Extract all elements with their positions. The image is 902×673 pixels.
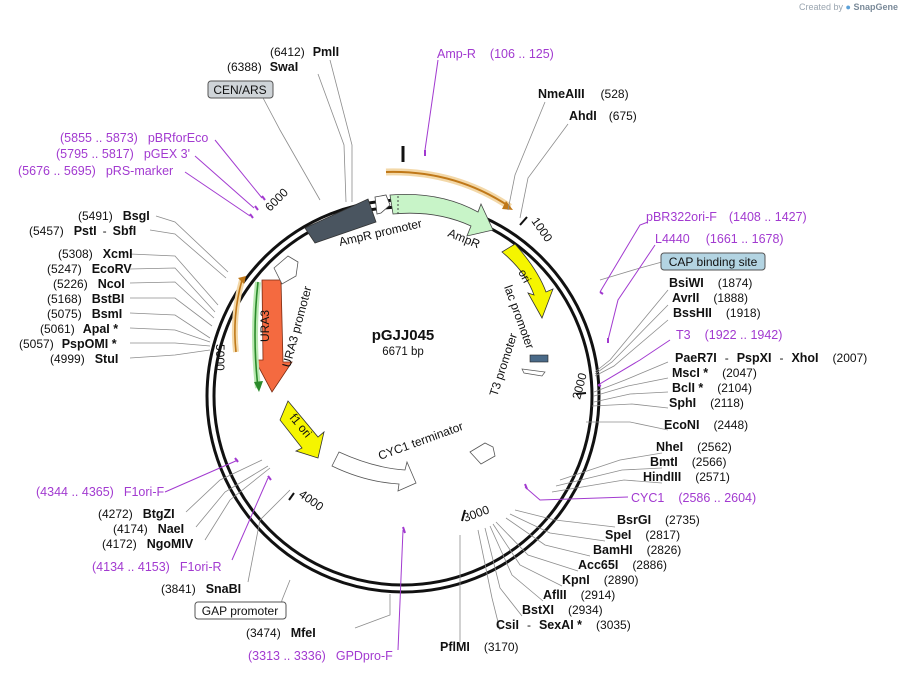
enzyme-ahdi: AhdI(675) bbox=[569, 109, 637, 123]
ampr-promoter-arrow bbox=[304, 198, 377, 244]
enzyme-bstxi: BstXI(2934) bbox=[522, 603, 603, 617]
primer-t3: T3(1922 .. 1942) bbox=[676, 328, 782, 342]
primer-f1ori-f: (4344 .. 4365)F1ori-F bbox=[36, 485, 164, 499]
enzyme-stui: (4999)StuI bbox=[50, 352, 118, 366]
tick-5000: 5000 bbox=[213, 344, 227, 371]
ura3-promoter-arrow bbox=[273, 255, 299, 285]
snapgene-credit: Created by ● SnapGene bbox=[799, 2, 898, 12]
ori-label: ori bbox=[515, 267, 534, 285]
cap-binding-site-callout: CAP binding site bbox=[660, 252, 766, 271]
cen-ars-label: CEN/ARS bbox=[213, 83, 266, 97]
t3-promoter-label: T3 promoter bbox=[487, 331, 521, 397]
primer-pbrforeco: (5855 .. 5873)pBRforEco bbox=[60, 131, 208, 145]
enzyme-bcli: BclI *(2104) bbox=[672, 381, 752, 395]
enzyme-snabi: (3841)SnaBI bbox=[161, 582, 241, 596]
enzyme-psti-sbfi: (5457)PstI-SbfI bbox=[29, 224, 136, 238]
enzyme-ncoi: (5226)NcoI bbox=[53, 277, 125, 291]
enzyme-ecorv: (5247)EcoRV bbox=[47, 262, 132, 276]
credit-prefix: Created by bbox=[798, 2, 844, 12]
enzyme-pspomi: (5057)PspOMI * bbox=[19, 337, 117, 351]
enzyme-paer7i-pspxi-xhoi: PaeR7I-PspXI-XhoI(2007) bbox=[675, 351, 867, 365]
enzyme-avrii: AvrII(1888) bbox=[672, 291, 748, 305]
enzyme-mfei: (3474)MfeI bbox=[246, 626, 316, 640]
ura3-promoter-label: URA3 promoter bbox=[279, 285, 314, 369]
primer-cyc1: CYC1(2586 .. 2604) bbox=[631, 491, 756, 505]
primer-pbr322ori-f: pBR322ori-F(1408 .. 1427) bbox=[646, 210, 807, 224]
enzyme-labels: (6412)PmlI (6388)SwaI NmeAIII(528) AhdI(… bbox=[19, 45, 867, 654]
enzyme-nhei: NheI(2562) bbox=[656, 440, 732, 454]
tick-6000: 6000 bbox=[262, 185, 291, 214]
ampr-promoter-small-arrow bbox=[374, 194, 391, 215]
lac-promoter-small-arrow bbox=[521, 368, 546, 377]
enzyme-msci: MscI *(2047) bbox=[672, 366, 757, 380]
plasmid-name: pGJJ045 bbox=[372, 327, 435, 344]
ori-arrow bbox=[501, 243, 554, 319]
cen-ars-callout: CEN/ARS bbox=[207, 80, 274, 99]
enzyme-pflmi: PflMI(3170) bbox=[440, 640, 519, 654]
enzyme-csii-sexai: CsiI-SexAI *(3035) bbox=[496, 618, 631, 632]
enzyme-bsrgi: BsrGI(2735) bbox=[617, 513, 700, 527]
enzyme-nmeaiii: NmeAIII(528) bbox=[538, 87, 629, 101]
primer-prs-marker: (5676 .. 5695)pRS-marker bbox=[18, 164, 173, 178]
enzyme-aflii: AflII(2914) bbox=[543, 588, 615, 602]
enzyme-naei: (4174)NaeI bbox=[113, 522, 184, 536]
enzyme-hindiii: HindIII(2571) bbox=[643, 470, 730, 484]
f1-ori-arrow bbox=[279, 400, 325, 459]
tick-2000: 2000 bbox=[569, 371, 590, 401]
enzyme-econi: EcoNI(2448) bbox=[664, 418, 748, 432]
tick-3000: 3000 bbox=[461, 502, 491, 524]
ura3-arrow bbox=[254, 279, 293, 393]
enzyme-bsgi: (5491)BsgI bbox=[78, 209, 150, 223]
enzyme-bsshii: BssHII(1918) bbox=[673, 306, 761, 320]
enzyme-bamhi: BamHI(2826) bbox=[593, 543, 681, 557]
cyc1-terminator-label: CYC1 terminator bbox=[376, 419, 465, 463]
gap-promoter-label: GAP promoter bbox=[202, 604, 278, 618]
ura3-label: URA3 bbox=[258, 310, 272, 342]
credit-brand: SnapGene bbox=[853, 2, 898, 12]
enzyme-spei: SpeI(2817) bbox=[605, 528, 680, 542]
gap-promoter-arrow bbox=[331, 451, 417, 492]
enzyme-bsmi: (5075)BsmI bbox=[47, 307, 122, 321]
enzyme-ngomiv: (4172)NgoMIV bbox=[102, 537, 194, 551]
snapgene-logo-icon: ● bbox=[845, 2, 851, 12]
tick-1000: 1000 bbox=[529, 215, 556, 245]
enzyme-leader-lines bbox=[129, 59, 669, 642]
primer-marks bbox=[234, 150, 609, 534]
primer-f1ori-r: (4134 .. 4153)F1ori-R bbox=[92, 560, 222, 574]
tick-4000: 4000 bbox=[296, 487, 326, 514]
enzyme-apai: (5061)ApaI * bbox=[40, 322, 118, 336]
cap-binding-site-label: CAP binding site bbox=[669, 255, 758, 269]
ampr-arrow bbox=[389, 194, 494, 237]
primer-gpdpro-f: (3313 .. 3336)GPDpro-F bbox=[248, 649, 393, 663]
enzyme-sphi: SphI(2118) bbox=[669, 396, 744, 410]
primer-amp-r: Amp-R(106 .. 125) bbox=[437, 47, 554, 61]
enzyme-xcmi: (5308)XcmI bbox=[58, 247, 133, 261]
primer-leader-lines bbox=[164, 59, 671, 651]
enzyme-pmli: (6412)PmlI bbox=[270, 45, 339, 59]
primer-labels: Amp-R(106 .. 125) pBR322ori-F(1408 .. 14… bbox=[18, 47, 807, 663]
enzyme-bsiwi: BsiWI(1874) bbox=[669, 276, 752, 290]
enzyme-bstbi: (5168)BstBI bbox=[47, 292, 124, 306]
cyc1-terminator-small-arrow bbox=[469, 442, 496, 465]
primer-pgex-3: (5795 .. 5817)pGEX 3' bbox=[56, 147, 190, 161]
primer-l4440: L4440(1661 .. 1678) bbox=[655, 232, 784, 246]
enzyme-swai: (6388)SwaI bbox=[227, 60, 298, 74]
enzyme-bmti: BmtI(2566) bbox=[650, 455, 726, 469]
enzyme-kpni: KpnI(2890) bbox=[562, 573, 638, 587]
plasmid-size: 6671 bp bbox=[382, 346, 424, 358]
gap-promoter-callout: GAP promoter bbox=[194, 601, 287, 620]
enzyme-acc65i: Acc65I(2886) bbox=[578, 558, 667, 572]
enzyme-btgzi: (4272)BtgZI bbox=[98, 507, 175, 521]
cap-binding-site-block bbox=[529, 354, 549, 363]
